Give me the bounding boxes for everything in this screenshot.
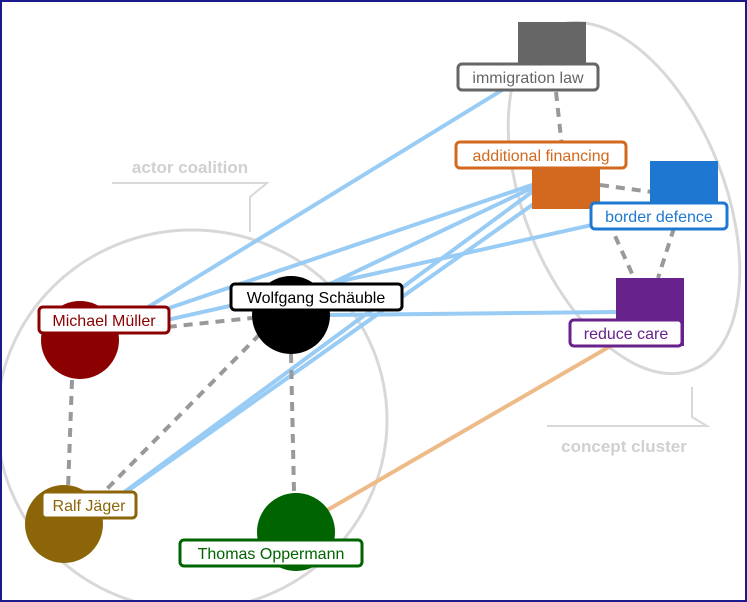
edge-michael-border bbox=[120, 210, 652, 332]
edge-wolfgang-ralf bbox=[92, 332, 262, 504]
concept-node-border[interactable] bbox=[650, 161, 718, 205]
edge-thomas-care bbox=[322, 342, 616, 514]
label-michael[interactable]: Michael Müller bbox=[37, 305, 171, 335]
edge-border-care bbox=[656, 227, 676, 279]
edge-financing-border bbox=[599, 183, 653, 194]
edge-ralf-financing bbox=[98, 190, 534, 512]
label-financing[interactable]: additional financing bbox=[454, 140, 628, 170]
label-care-text: reduce care bbox=[584, 326, 669, 343]
edge-financing-care bbox=[600, 206, 636, 279]
edge-michael-financing bbox=[120, 183, 534, 326]
label-ralf-text: Ralf Jäger bbox=[53, 498, 127, 515]
label-wolfgang-text: Wolfgang Schäuble bbox=[247, 290, 386, 307]
edge-wolfgang-thomas bbox=[289, 353, 296, 493]
concept-node-immigration[interactable] bbox=[518, 22, 586, 66]
concept-node-financing[interactable] bbox=[532, 165, 600, 209]
label-ralf[interactable]: Ralf Jäger bbox=[40, 490, 138, 520]
label-immigration-text: immigration law bbox=[472, 70, 584, 87]
edge-michael-ralf bbox=[66, 379, 74, 491]
label-border-text: border defence bbox=[605, 209, 713, 226]
edge-michael-immigration bbox=[125, 82, 514, 322]
actor-coalition-label: actor coalition bbox=[132, 158, 248, 177]
label-wolfgang[interactable]: Wolfgang Schäuble bbox=[229, 282, 404, 312]
edge-immigration-financing bbox=[554, 91, 564, 148]
concept-cluster-label: concept cluster bbox=[561, 437, 687, 456]
label-care[interactable]: reduce care bbox=[568, 318, 684, 348]
label-thomas-text: Thomas Oppermann bbox=[198, 546, 345, 563]
label-border[interactable]: border defence bbox=[589, 201, 729, 231]
edge-ralf-financing-2 bbox=[110, 196, 544, 504]
positive-edges bbox=[98, 82, 652, 512]
negative-edges bbox=[322, 342, 616, 514]
label-immigration[interactable]: immigration law bbox=[456, 62, 600, 92]
actor-coalition-outline bbox=[2, 182, 389, 600]
label-michael-text: Michael Müller bbox=[52, 313, 156, 330]
label-financing-text: additional financing bbox=[473, 148, 610, 165]
label-thomas[interactable]: Thomas Oppermann bbox=[178, 538, 364, 568]
edge-wolfgang-care bbox=[328, 310, 618, 317]
